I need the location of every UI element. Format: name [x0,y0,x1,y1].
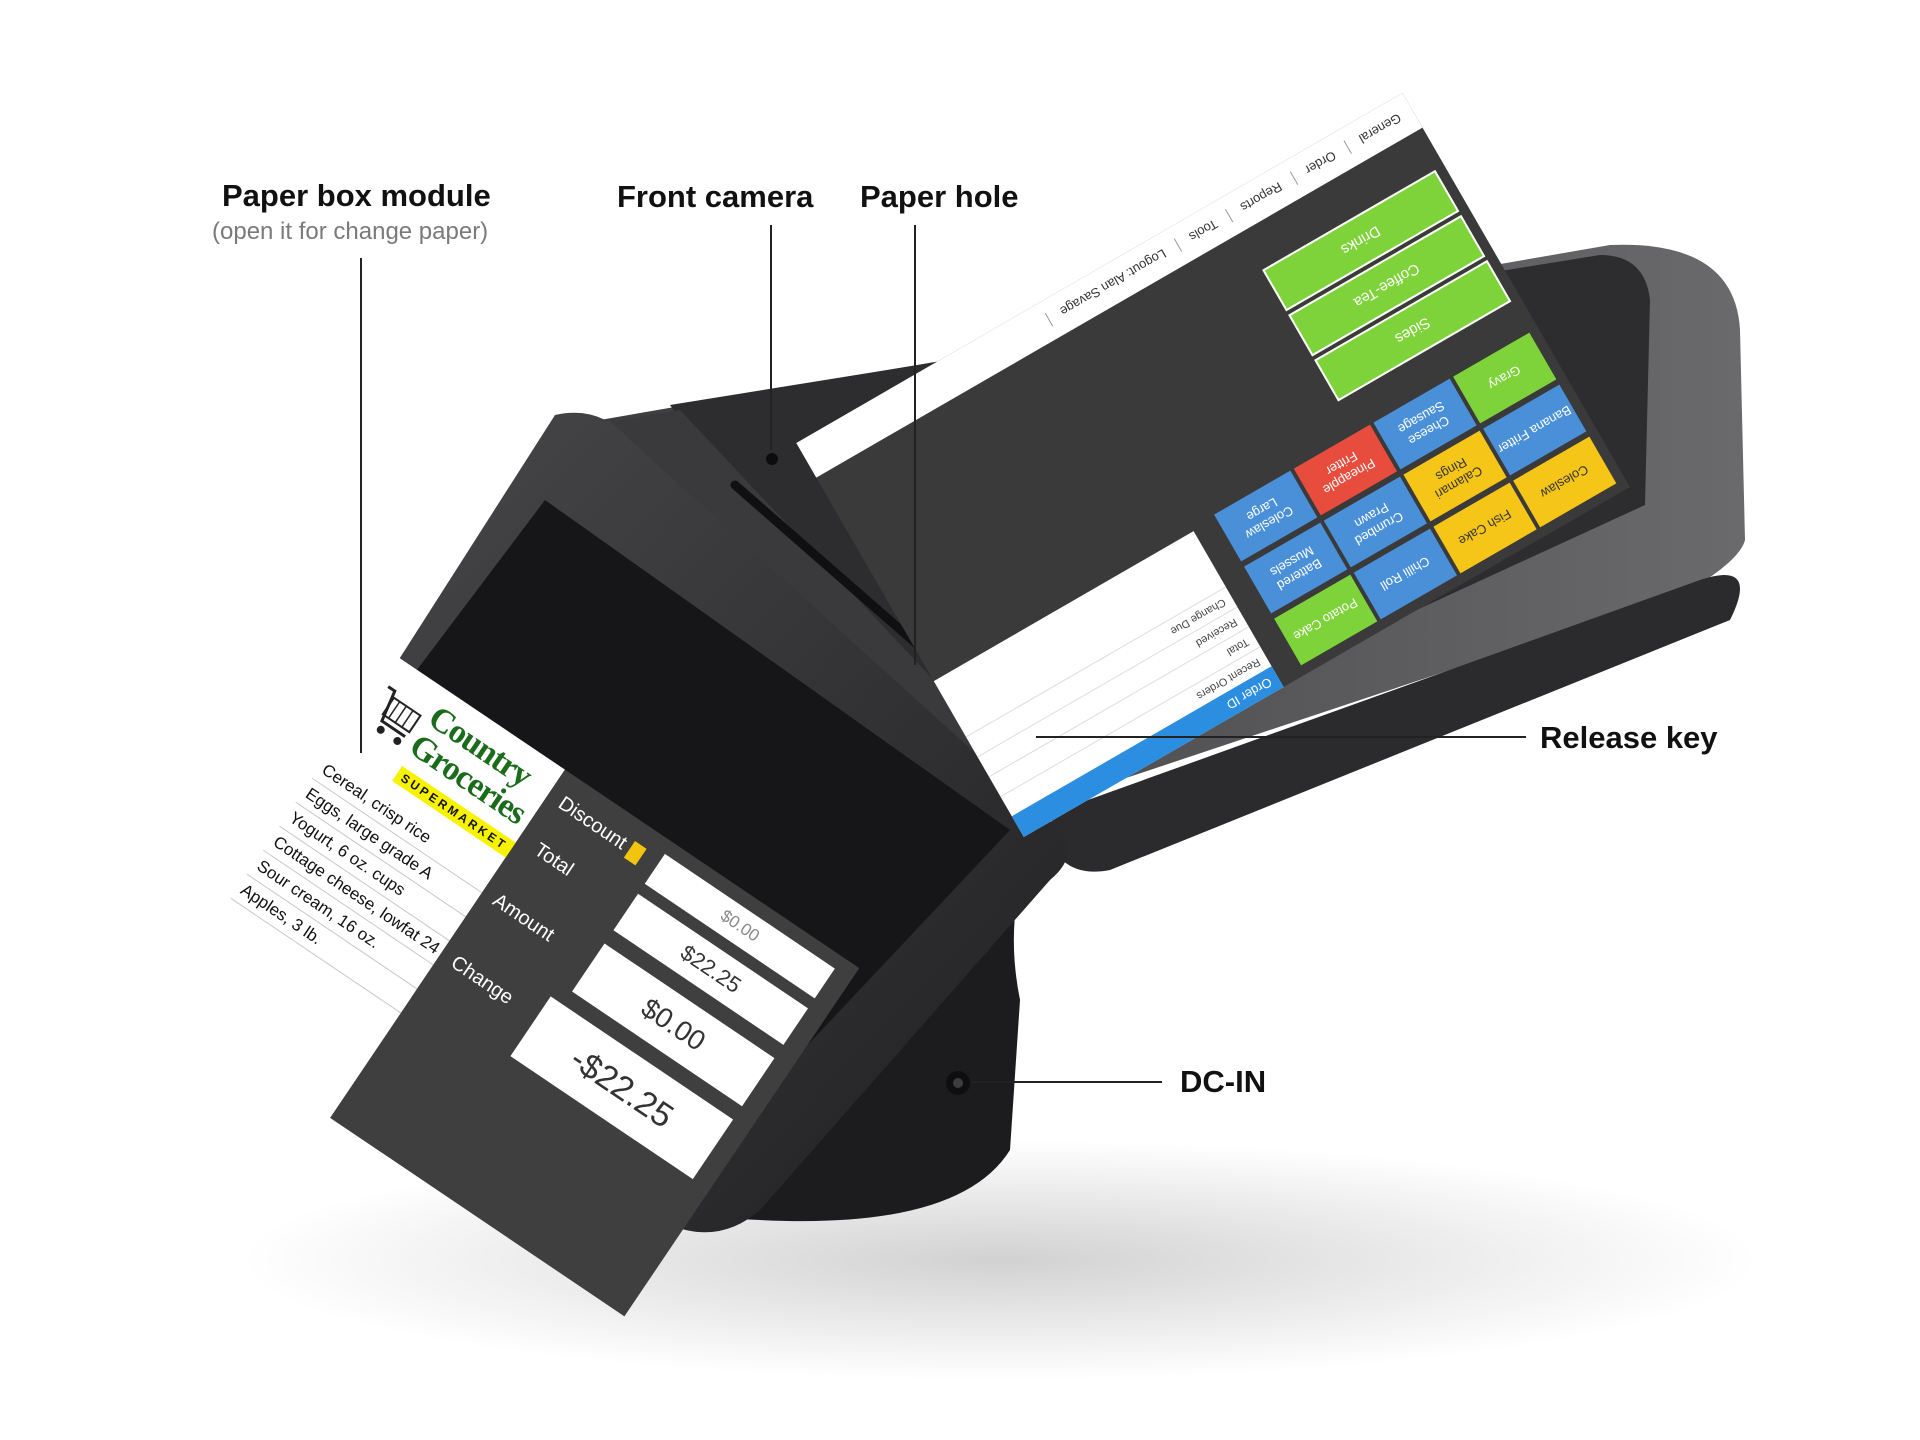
change-label: Change [446,951,518,1009]
receipt-panel: Country Groceries SUPERMARKET Cereal, cr… [160,655,565,1118]
total-label: Total [530,838,578,881]
leader-front-camera [770,225,772,450]
callout-release-key: Release key [1540,720,1718,755]
leader-release-key [1036,736,1526,738]
leader-paper-hole [914,225,916,665]
discount-tag-icon [623,840,647,866]
callout-paper-box-title: Paper box module [222,178,491,213]
callout-front-camera: Front camera [617,179,814,214]
callout-dc-in: DC-IN [1180,1064,1267,1099]
amount-label: Amount [488,889,559,947]
device-base-side [1045,575,1740,872]
callout-paper-box-subtitle: (open it for change paper) [212,218,489,245]
front-camera-lens [766,453,778,465]
shopping-cart-icon [376,685,422,745]
store-logo: Country Groceries SUPERMARKET [333,665,556,866]
leader-paper-box [360,258,362,753]
leader-dc-in [972,1081,1162,1083]
customer-display-screen: Country Groceries SUPERMARKET Cereal, cr… [160,655,860,1317]
callout-paper-hole: Paper hole [860,179,1019,214]
